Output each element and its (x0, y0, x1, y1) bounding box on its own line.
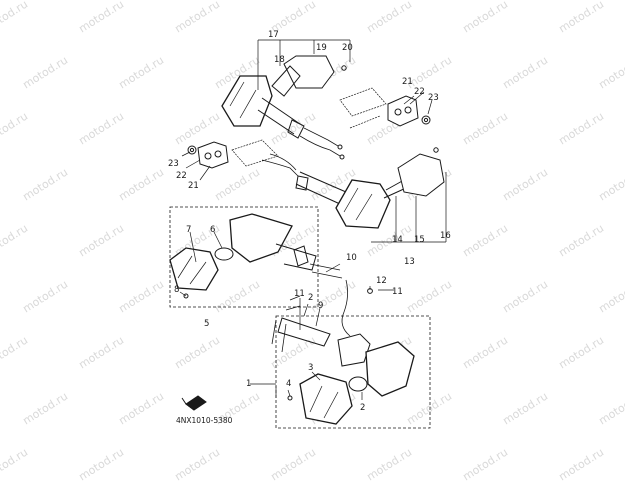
forward-arrow-icon (181, 395, 207, 411)
callout-13: 13 (404, 257, 415, 267)
callout-2-lower: 2 (360, 403, 365, 413)
parts-diagram: 17 18 19 20 21 22 23 23 22 21 14 15 16 1… (168, 30, 451, 429)
assembly-box-1 (275, 315, 431, 429)
callout-11-left: 11 (294, 289, 305, 299)
callout-16: 16 (440, 231, 451, 241)
callout-21-lower: 21 (188, 181, 199, 191)
leader-lines (179, 39, 447, 400)
turn-signal-assembly-1 (287, 333, 415, 425)
assembly-box-5 (169, 206, 319, 308)
callout-11-right: 11 (392, 287, 403, 297)
callout-12: 12 (376, 276, 387, 286)
callout-9: 9 (318, 301, 323, 311)
callout-18: 18 (274, 55, 285, 65)
grommet-middle-left (187, 139, 279, 169)
callout-14: 14 (392, 235, 403, 245)
callout-15: 15 (414, 235, 425, 245)
callout-4: 4 (286, 379, 291, 389)
callout-labels: 17 18 19 20 21 22 23 23 22 21 14 15 16 1… (168, 30, 451, 425)
callout-23-lower: 23 (168, 159, 179, 169)
part-code: 4NX1010-5380 (176, 416, 233, 425)
callout-7: 7 (186, 225, 191, 235)
callout-3: 3 (308, 363, 313, 373)
bolt-group (271, 279, 373, 353)
turn-signal-assembly-5 (169, 213, 343, 299)
callout-22-upper: 22 (414, 87, 425, 97)
callout-20: 20 (342, 43, 353, 53)
callout-1: 1 (246, 379, 251, 389)
callout-8: 8 (174, 285, 179, 295)
turn-signal-upper-left (221, 55, 347, 160)
callout-22-lower: 22 (176, 171, 187, 181)
callout-17: 17 (268, 30, 279, 40)
callout-23-upper: 23 (428, 93, 439, 103)
callout-5: 5 (204, 319, 209, 329)
callout-10: 10 (346, 253, 357, 263)
callout-6: 6 (210, 225, 215, 235)
callout-2-upper: 2 (308, 293, 313, 303)
callout-21-upper: 21 (402, 77, 413, 87)
turn-signal-middle-right (261, 147, 445, 229)
callout-19: 19 (316, 43, 327, 53)
